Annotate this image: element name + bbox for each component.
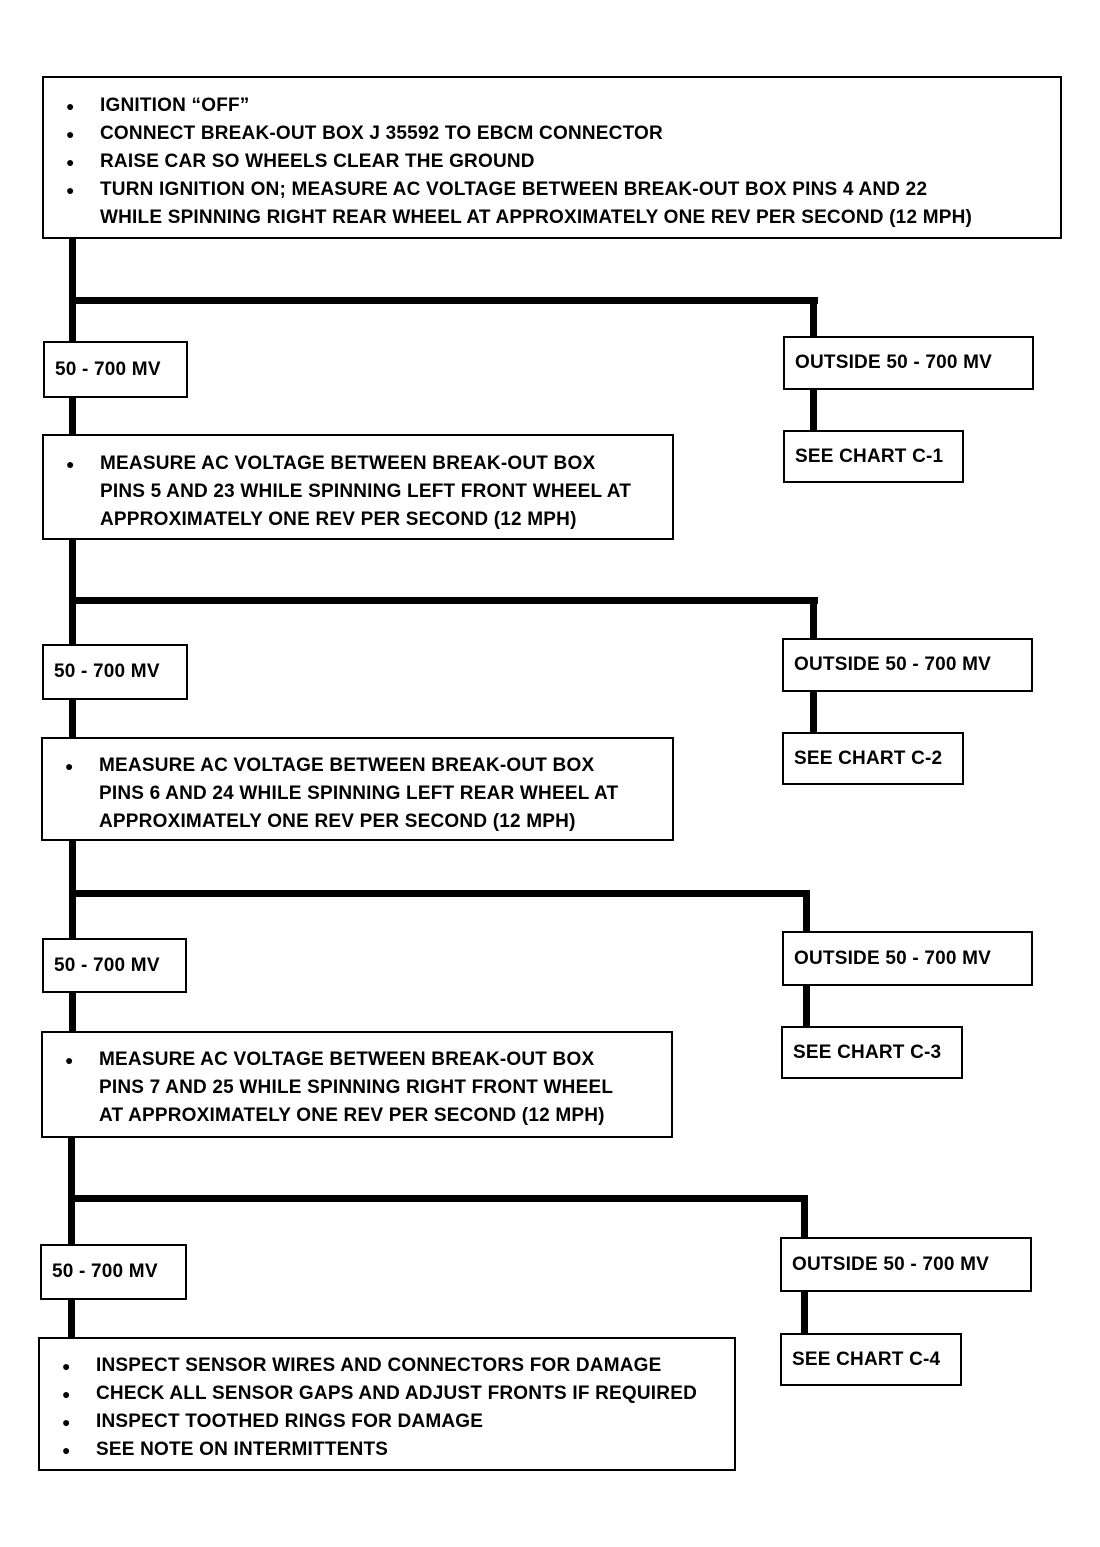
chart-reference-4: SEE CHART C-4 bbox=[780, 1333, 962, 1386]
final-item-inspect-wires: INSPECT SENSOR WIRES AND CONNECTORS FOR … bbox=[52, 1352, 724, 1380]
final-item-inspect-rings: INSPECT TOOTHED RINGS FOR DAMAGE bbox=[52, 1408, 724, 1436]
connector-fail-4 bbox=[801, 1291, 808, 1334]
connector-branch-1 bbox=[69, 297, 818, 304]
connector-trunk-4b bbox=[68, 1297, 75, 1340]
connector-trunk-4 bbox=[68, 1137, 75, 1246]
measure-3-line-1: MEASURE AC VOLTAGE BETWEEN BREAK-OUT BOX bbox=[55, 1046, 661, 1074]
connector-trunk-2b bbox=[69, 699, 76, 739]
pass-label-4: 50 - 700 MV bbox=[40, 1244, 187, 1300]
start-item-ignition-off: IGNITION “OFF” bbox=[56, 92, 1050, 120]
measure-box-1: MEASURE AC VOLTAGE BETWEEN BREAK-OUT BOX… bbox=[42, 434, 674, 540]
connector-drop-4 bbox=[801, 1195, 808, 1238]
pass-label-1: 50 - 700 MV bbox=[43, 341, 188, 398]
fail-label-2: OUTSIDE 50 - 700 MV bbox=[782, 638, 1033, 692]
connector-trunk-3b bbox=[69, 992, 76, 1032]
connector-fail-2 bbox=[810, 691, 817, 732]
connector-trunk-1 bbox=[69, 238, 76, 342]
measure-1-line-1: MEASURE AC VOLTAGE BETWEEN BREAK-OUT BOX bbox=[56, 450, 662, 478]
start-item-raise-car: RAISE CAR SO WHEELS CLEAR THE GROUND bbox=[56, 148, 1050, 176]
connector-trunk-2 bbox=[69, 539, 76, 645]
measure-3-line-2: PINS 7 AND 25 WHILE SPINNING RIGHT FRONT… bbox=[99, 1077, 614, 1098]
measure-1-line-2: PINS 5 AND 23 WHILE SPINNING LEFT FRONT … bbox=[100, 481, 632, 502]
connector-drop-2 bbox=[810, 597, 817, 639]
fail-label-3: OUTSIDE 50 - 700 MV bbox=[782, 931, 1033, 986]
chart-reference-2: SEE CHART C-2 bbox=[782, 732, 964, 785]
connector-fail-1 bbox=[810, 389, 817, 430]
start-instructions-box: IGNITION “OFF” CONNECT BREAK-OUT BOX J 3… bbox=[42, 76, 1062, 239]
fail-label-4: OUTSIDE 50 - 700 MV bbox=[780, 1237, 1032, 1292]
connector-branch-2 bbox=[69, 597, 818, 604]
connector-drop-1 bbox=[810, 297, 817, 337]
measure-2-line-3: APPROXIMATELY ONE REV PER SECOND (12 MPH… bbox=[99, 811, 576, 832]
start-item-measure-right-rear: TURN IGNITION ON; MEASURE AC VOLTAGE BET… bbox=[56, 176, 1050, 204]
pass-label-2: 50 - 700 MV bbox=[42, 644, 188, 700]
measure-3-line-3: AT APPROXIMATELY ONE REV PER SECOND (12 … bbox=[99, 1105, 605, 1126]
measure-2-line-1: MEASURE AC VOLTAGE BETWEEN BREAK-OUT BOX bbox=[55, 752, 662, 780]
pass-label-3: 50 - 700 MV bbox=[42, 938, 187, 993]
final-checks-box: INSPECT SENSOR WIRES AND CONNECTORS FOR … bbox=[38, 1337, 736, 1471]
measure-box-2: MEASURE AC VOLTAGE BETWEEN BREAK-OUT BOX… bbox=[41, 737, 674, 841]
start-item-measure-right-rear-cont: WHILE SPINNING RIGHT REAR WHEEL AT APPRO… bbox=[100, 207, 973, 228]
measure-2-line-2: PINS 6 AND 24 WHILE SPINNING LEFT REAR W… bbox=[99, 783, 619, 804]
fail-label-1: OUTSIDE 50 - 700 MV bbox=[783, 336, 1034, 390]
final-item-see-note: SEE NOTE ON INTERMITTENTS bbox=[52, 1436, 724, 1464]
measure-box-3: MEASURE AC VOLTAGE BETWEEN BREAK-OUT BOX… bbox=[41, 1031, 673, 1138]
connector-branch-3 bbox=[69, 890, 810, 897]
connector-fail-3 bbox=[803, 985, 810, 1026]
chart-reference-1: SEE CHART C-1 bbox=[783, 430, 964, 483]
connector-drop-3 bbox=[803, 890, 810, 932]
connector-trunk-3 bbox=[69, 840, 76, 939]
start-item-connect-box: CONNECT BREAK-OUT BOX J 35592 TO EBCM CO… bbox=[56, 120, 1050, 148]
connector-branch-4 bbox=[68, 1195, 808, 1202]
connector-trunk-1b bbox=[69, 397, 76, 435]
final-item-check-gaps: CHECK ALL SENSOR GAPS AND ADJUST FRONTS … bbox=[52, 1380, 724, 1408]
chart-reference-3: SEE CHART C-3 bbox=[781, 1026, 963, 1079]
measure-1-line-3: APPROXIMATELY ONE REV PER SECOND (12 MPH… bbox=[100, 509, 577, 530]
